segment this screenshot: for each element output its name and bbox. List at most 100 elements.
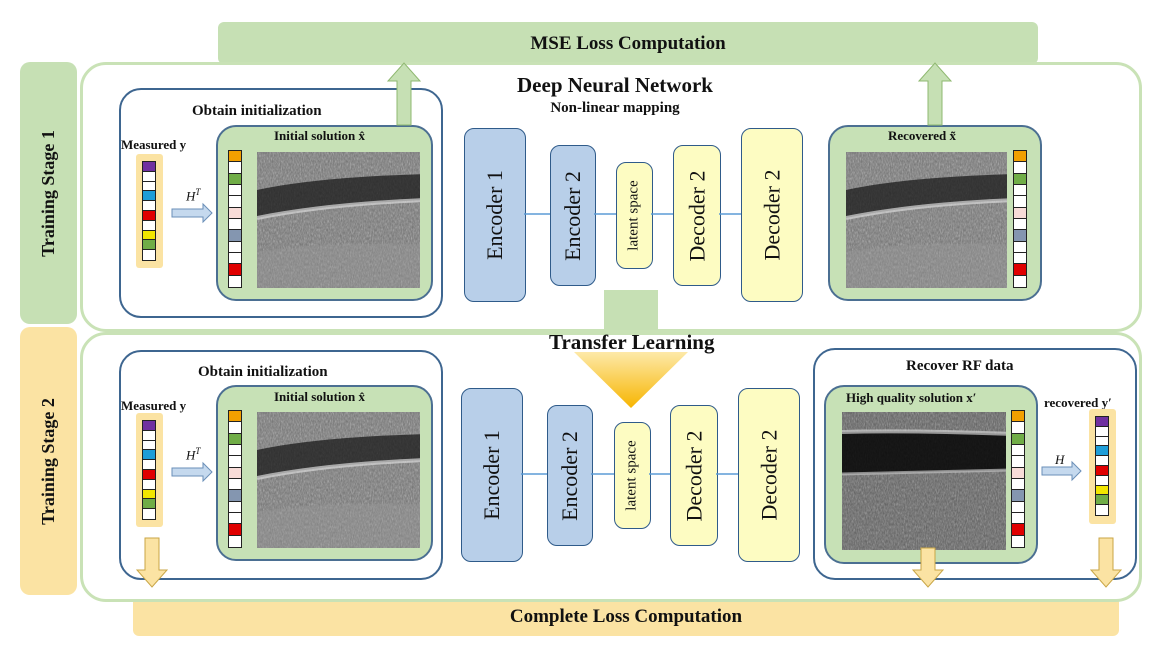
- vector-cell: [229, 275, 241, 287]
- vector-cell: [143, 181, 155, 192]
- vector-cell: [1012, 490, 1024, 502]
- vector-cell: [229, 218, 241, 231]
- vector-cell: [143, 171, 155, 182]
- complete-loss-label: Complete Loss Computation: [509, 606, 743, 627]
- stage2-initial-solution-label: Initial solution x̂: [274, 389, 366, 404]
- vector-cell: [1012, 535, 1024, 547]
- vector-cell: [1012, 512, 1024, 525]
- stage2-decoder-a-block: Decoder 2: [670, 405, 718, 546]
- stage1-decoder-b-block: Decoder 2: [741, 128, 803, 302]
- vector-cell: [1012, 433, 1024, 445]
- stage1-recovered-label: Recovered x̃: [888, 128, 956, 143]
- vector-cell: [1096, 485, 1108, 496]
- stage2-recover-title: Recover RF data: [906, 358, 1014, 374]
- vector-cell: [1096, 495, 1108, 506]
- vector-cell: [143, 191, 155, 202]
- mse-loss-bar: [218, 22, 1038, 64]
- stage1-initial-solution-label: Initial solution x̂: [274, 128, 366, 143]
- vector-cell: [229, 512, 241, 525]
- stage1-latent-block: latent space: [616, 162, 653, 269]
- stage2-encoder1-block: Encoder 1: [461, 388, 523, 562]
- stage1-measured-cells: [142, 161, 156, 261]
- vector-cell: [1096, 505, 1108, 515]
- vector-cell: [229, 535, 241, 547]
- vector-cell: [1012, 467, 1024, 479]
- stage1-network-title: Deep Neural Network: [517, 73, 713, 97]
- vector-cell: [229, 456, 241, 468]
- vector-cell: [1014, 207, 1026, 219]
- vector-cell: [1096, 426, 1108, 437]
- stage2-encoder2-block: Encoder 2: [547, 405, 593, 546]
- vector-cell: [143, 509, 155, 519]
- stage2-high-quality-vector: [1011, 410, 1025, 548]
- vector-cell: [1012, 456, 1024, 468]
- vector-cell: [1012, 411, 1024, 423]
- vector-cell: [229, 264, 241, 276]
- stage2-decoder-b-block: Decoder 2: [738, 388, 800, 562]
- vector-cell: [229, 490, 241, 502]
- stage2-operator: HT: [186, 446, 201, 463]
- vector-cell: [1096, 436, 1108, 447]
- vector-cell: [1014, 241, 1026, 253]
- vector-cell: [229, 524, 241, 536]
- vector-cell: [229, 162, 241, 174]
- vector-cell: [229, 230, 241, 242]
- vector-cell: [229, 411, 241, 423]
- vector-cell: [1014, 173, 1026, 185]
- stage1-label-box: Training Stage 1: [20, 62, 77, 324]
- vector-cell: [1014, 162, 1026, 174]
- stage2-initial-vector: [228, 410, 242, 548]
- stage2-label-box: Training Stage 2: [20, 327, 77, 595]
- vector-cell: [229, 196, 241, 208]
- stage1-decoder-a-block: Decoder 2: [673, 145, 721, 286]
- vector-cell: [1012, 478, 1024, 491]
- vector-cell: [1096, 446, 1108, 457]
- vector-cell: [229, 184, 241, 197]
- vector-cell: [1012, 444, 1024, 457]
- vector-cell: [229, 252, 241, 265]
- stage2-init-title: Obtain initialization: [198, 364, 328, 380]
- vector-cell: [143, 469, 155, 480]
- vector-cell: [143, 220, 155, 231]
- vector-cell: [143, 162, 155, 172]
- vector-cell: [143, 460, 155, 470]
- stage2-high-quality-label: High quality solution x′: [846, 390, 977, 405]
- vector-cell: [1014, 218, 1026, 231]
- vector-cell: [1014, 151, 1026, 163]
- vector-cell: [229, 467, 241, 479]
- stage2-latent-block: latent space: [614, 422, 651, 529]
- vector-cell: [229, 173, 241, 185]
- stage2-recovered-y-label: recovered y′: [1044, 395, 1112, 410]
- vector-cell: [1096, 465, 1108, 476]
- vector-cell: [1014, 252, 1026, 265]
- vector-cell: [143, 479, 155, 490]
- stage1-operator: HT: [186, 187, 201, 204]
- stage1-encoder2-block: Encoder 2: [550, 145, 596, 286]
- complete-loss-bar: [133, 596, 1119, 636]
- vector-cell: [1014, 196, 1026, 208]
- vector-cell: [143, 421, 155, 431]
- vector-cell: [1014, 230, 1026, 242]
- vector-cell: [229, 241, 241, 253]
- vector-cell: [229, 151, 241, 163]
- vector-cell: [229, 501, 241, 513]
- vector-cell: [229, 207, 241, 219]
- vector-cell: [143, 450, 155, 461]
- vector-cell: [1096, 417, 1108, 427]
- vector-cell: [1014, 184, 1026, 197]
- vector-cell: [229, 478, 241, 491]
- mse-loss-label: MSE Loss Computation: [530, 33, 726, 54]
- vector-cell: [1012, 422, 1024, 434]
- transfer-learning-label: Transfer Learning: [549, 330, 715, 354]
- stage1-network-subtitle: Non-linear mapping: [550, 100, 680, 116]
- stage1-init-title: Obtain initialization: [192, 103, 322, 119]
- stage1-encoder1-block: Encoder 1: [464, 128, 526, 302]
- vector-cell: [1096, 475, 1108, 486]
- vector-cell: [143, 430, 155, 441]
- vector-cell: [1014, 264, 1026, 276]
- vector-cell: [1096, 456, 1108, 466]
- vector-cell: [229, 433, 241, 445]
- vector-cell: [143, 250, 155, 260]
- vector-cell: [143, 201, 155, 211]
- vector-cell: [229, 444, 241, 457]
